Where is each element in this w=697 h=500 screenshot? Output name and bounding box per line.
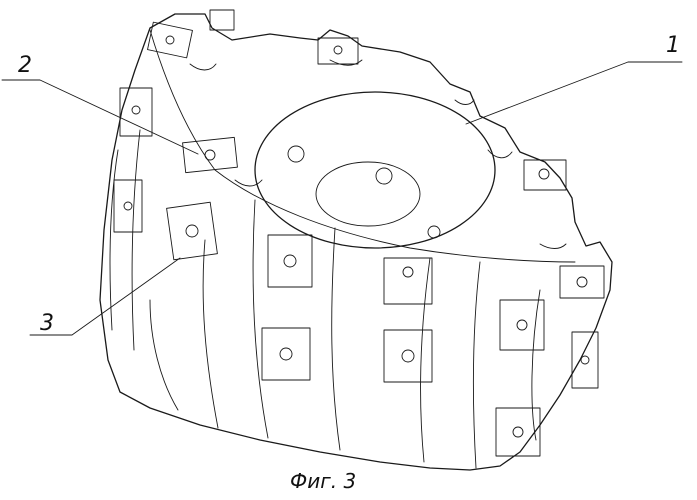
insert xyxy=(318,38,358,64)
insert xyxy=(268,235,312,287)
leader-1 xyxy=(466,62,682,124)
insert xyxy=(120,88,152,136)
insert xyxy=(114,180,142,232)
insert xyxy=(183,137,238,172)
callout-1: 1 xyxy=(666,33,680,58)
cutting-inserts xyxy=(114,10,604,456)
insert xyxy=(384,258,432,304)
callout-3: 3 xyxy=(40,311,54,336)
callout-2: 2 xyxy=(18,53,32,78)
figure-caption: Фиг. 3 xyxy=(290,469,356,493)
cutter-body xyxy=(100,14,612,470)
insert xyxy=(384,330,432,382)
insert xyxy=(210,10,234,30)
insert xyxy=(262,328,310,380)
leader-2 xyxy=(2,80,198,154)
insert xyxy=(524,160,566,190)
insert xyxy=(148,22,193,58)
insert xyxy=(572,332,598,388)
insert xyxy=(496,408,540,456)
leader-lines xyxy=(2,62,682,335)
insert xyxy=(560,266,604,298)
insert xyxy=(167,202,218,260)
